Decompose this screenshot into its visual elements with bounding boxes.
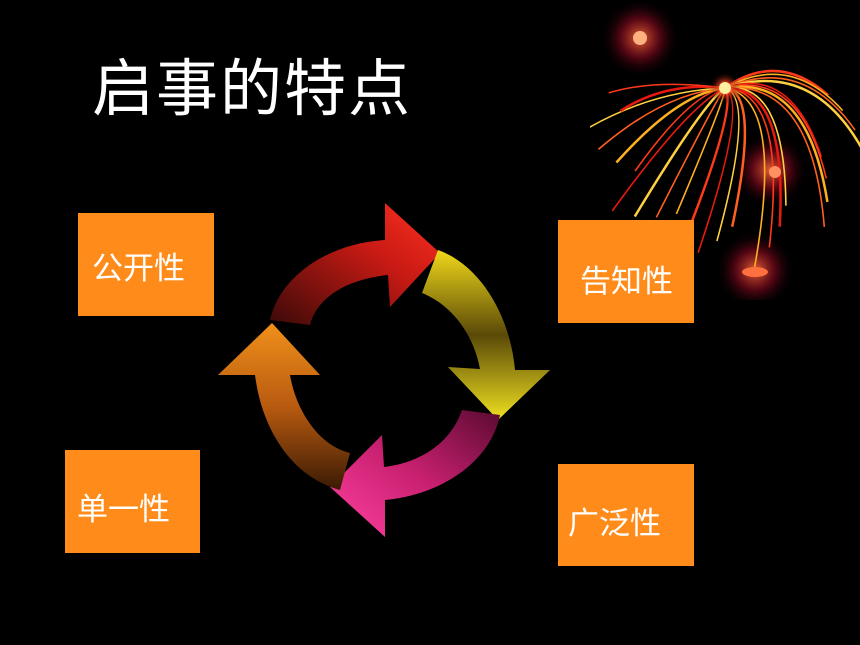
box-bottom-left-label: 单一性 xyxy=(77,492,170,528)
cycle-arrow-magenta xyxy=(330,410,500,537)
box-bottom-left: 单一性 xyxy=(65,450,200,553)
slide-title: 启事的特点 xyxy=(92,52,413,125)
cycle-arrows-icon xyxy=(218,203,550,537)
fireworks-icon xyxy=(590,0,860,300)
cycle-arrow-orange xyxy=(218,323,350,490)
box-top-right-label: 告知性 xyxy=(580,264,673,300)
box-top-left: 公开性 xyxy=(78,213,214,316)
firework-ray xyxy=(590,87,726,128)
firework-ray xyxy=(724,85,829,203)
box-bottom-right-label: 广泛性 xyxy=(568,506,661,542)
firework-ray xyxy=(724,76,856,131)
cycle-arrow-red xyxy=(270,203,440,325)
box-top-left-label: 公开性 xyxy=(92,251,185,287)
firework-ray xyxy=(724,86,826,227)
box-bottom-right: 广泛性 xyxy=(558,464,694,566)
cycle-arrow-yellow xyxy=(422,250,550,420)
box-top-right: 告知性 xyxy=(558,220,694,323)
